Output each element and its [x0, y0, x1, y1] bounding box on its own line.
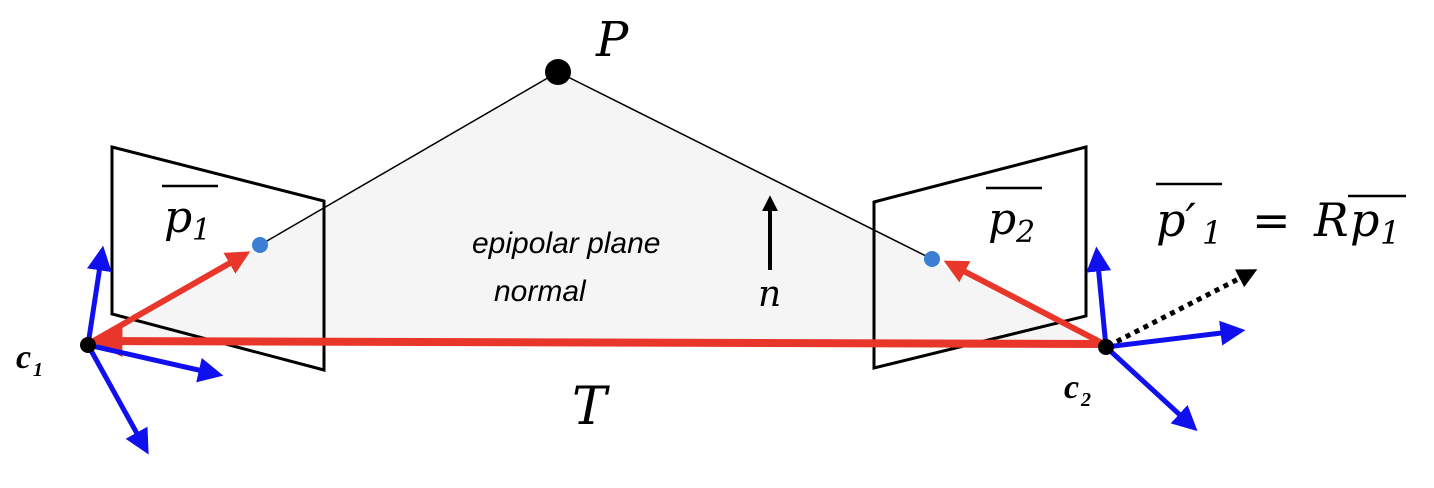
epipolar-plane	[88, 72, 1106, 347]
ray-p-to-p2	[557, 71, 933, 260]
image-plane-right	[872, 145, 1088, 370]
svg-text:=: =	[1252, 193, 1291, 247]
svg-text:p: p	[1350, 193, 1379, 247]
svg-text:c: c	[16, 339, 31, 376]
svg-text:2: 2	[1015, 215, 1035, 250]
label-c2: c 2	[1064, 369, 1091, 411]
c1-axis-up	[85, 245, 112, 346]
svg-text:1: 1	[1380, 214, 1400, 252]
rotated-ray-arrow	[1106, 269, 1258, 349]
label-T: T	[572, 377, 610, 437]
camera-center-c1	[80, 337, 96, 353]
ray-p-to-p1	[259, 71, 559, 246]
c2-axis-down	[1104, 345, 1198, 432]
svg-text:p′: p′	[1156, 193, 1196, 247]
label-p1: p 1	[162, 184, 218, 248]
ray-c1-to-p1	[88, 251, 251, 346]
image-plane-left	[110, 145, 326, 372]
svg-text:1: 1	[1202, 214, 1222, 252]
point-P	[545, 59, 571, 85]
svg-text:c: c	[1064, 369, 1079, 406]
rotation-equation: p′ 1 = R p 1	[1156, 182, 1406, 252]
label-c1: c 1	[16, 339, 43, 381]
svg-text:1: 1	[33, 359, 43, 381]
svg-text:p: p	[988, 194, 1016, 245]
svg-text:p: p	[164, 192, 192, 243]
label-P: P	[595, 12, 629, 68]
label-normal: normal	[494, 275, 587, 308]
image-point-p1	[252, 237, 268, 253]
c2-axis-up	[1086, 246, 1112, 348]
camera-center-c2	[1098, 339, 1114, 355]
label-n: n	[758, 274, 781, 315]
c1-axis-down	[85, 343, 149, 455]
image-point-p2	[924, 251, 940, 267]
c2-axis-right	[1105, 320, 1246, 350]
translation-arrow	[90, 325, 1105, 358]
svg-text:2: 2	[1080, 389, 1091, 411]
svg-text:1: 1	[192, 213, 211, 248]
ray-c2-to-p2	[943, 260, 1106, 347]
label-p2: p 2	[986, 186, 1042, 250]
svg-text:R: R	[1313, 193, 1349, 247]
label-epipolar-plane: epipolar plane	[472, 227, 660, 260]
c1-axis-right	[87, 342, 224, 383]
